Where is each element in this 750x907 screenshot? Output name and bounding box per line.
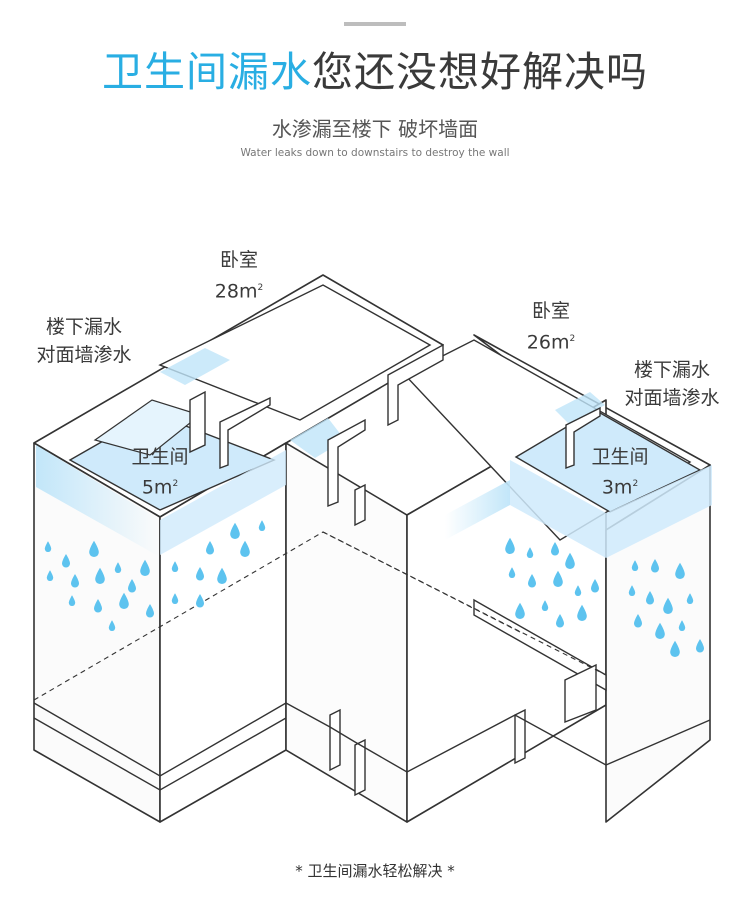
- leak-right-label: 楼下漏水 对面墙渗水: [624, 359, 720, 409]
- water-drop: [119, 592, 129, 609]
- water-drop: [62, 554, 70, 568]
- bedroom-right-label: 卧室 26m2: [522, 297, 580, 356]
- water-drop: [44, 541, 52, 552]
- top-divider: [344, 22, 406, 26]
- water-drops: [44, 520, 704, 657]
- water-drop: [128, 579, 136, 593]
- water-drop: [46, 570, 54, 581]
- bedroom-left-label: 卧室 28m2: [210, 246, 268, 305]
- bedroom-right-name: 卧室: [531, 300, 570, 322]
- bedroom-left-name: 卧室: [219, 249, 258, 271]
- water-drop: [655, 622, 665, 639]
- water-drop: [526, 547, 534, 558]
- water-drop: [240, 540, 250, 557]
- water-drop: [556, 614, 564, 628]
- water-drop: [675, 562, 685, 579]
- water-drop: [505, 537, 515, 554]
- water-drop: [217, 567, 227, 584]
- water-drop: [196, 567, 204, 581]
- bathroom-right-label: 卫生间 3m2: [591, 446, 649, 499]
- water-drop: [591, 579, 599, 593]
- water-drop: [258, 520, 266, 531]
- water-drop: [631, 560, 639, 571]
- water-drop: [206, 541, 214, 555]
- water-drop: [528, 574, 536, 588]
- water-drop: [686, 593, 694, 604]
- subtitle-en: Water leaks down to downstairs to destro…: [240, 147, 510, 159]
- left-bedroom-floor: [158, 284, 432, 421]
- page-title: 卫生间漏水您还没想好解决吗: [0, 46, 750, 98]
- water-drop: [95, 567, 105, 584]
- water-drop: [553, 570, 563, 587]
- water-drop: [171, 561, 179, 572]
- water-drop: [541, 600, 549, 611]
- leak-left-label: 楼下漏水 对面墙渗水: [36, 316, 132, 366]
- water-drop: [108, 620, 116, 631]
- water-drop: [670, 640, 680, 657]
- water-drop: [678, 620, 686, 631]
- bedroom-left-area: 28m2: [214, 280, 264, 303]
- water-drop: [89, 540, 99, 557]
- water-drop: [663, 597, 673, 614]
- bedroom-right-area: 26m2: [526, 331, 576, 354]
- left-bathroom: [36, 399, 286, 557]
- water-drop: [230, 522, 240, 539]
- water-drop: [114, 562, 122, 573]
- subtitle-cn: 水渗漏至楼下 破坏墙面: [271, 117, 479, 141]
- water-drop: [574, 585, 582, 596]
- middle-wall: [285, 442, 408, 823]
- water-drop: [551, 542, 559, 556]
- water-drop: [634, 614, 642, 628]
- water-drop: [196, 594, 204, 608]
- bathroom-left-label: 卫生间 5m2: [131, 446, 189, 499]
- title-rest: 您还没想好解决吗: [312, 48, 648, 96]
- water-drop: [140, 559, 150, 576]
- title-highlight: 卫生间漏水: [102, 48, 312, 96]
- water-drop: [515, 602, 525, 619]
- water-drop: [146, 604, 154, 618]
- water-drop: [171, 593, 179, 604]
- water-drop: [508, 567, 516, 578]
- water-drop: [565, 552, 575, 569]
- water-drop: [577, 604, 587, 621]
- water-drop: [651, 559, 659, 573]
- footer-note: * 卫生间漏水轻松解决 *: [295, 862, 455, 880]
- water-drop: [71, 574, 79, 588]
- water-drop: [68, 595, 76, 606]
- right-bathroom: [445, 409, 712, 558]
- water-drop: [696, 639, 704, 653]
- water-drop: [94, 599, 102, 613]
- water-drop: [646, 591, 654, 605]
- water-drop: [628, 585, 636, 596]
